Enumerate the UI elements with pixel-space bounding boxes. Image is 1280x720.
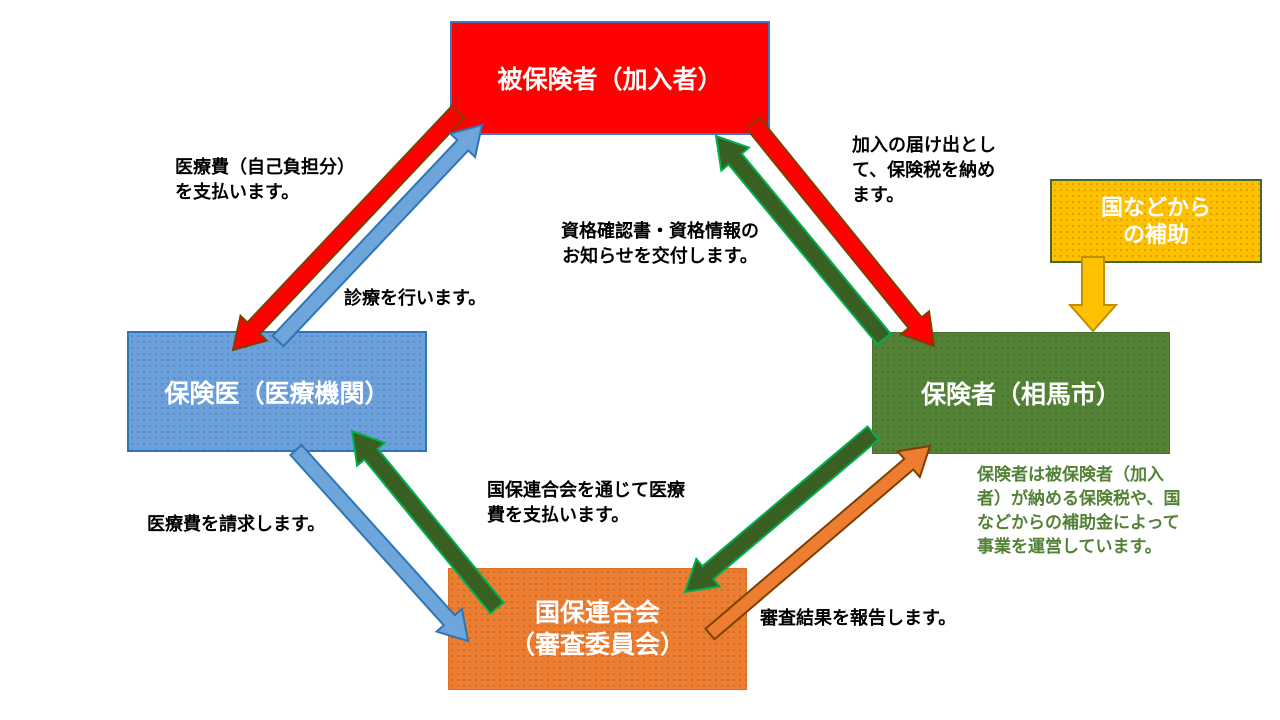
issue-certificate-label: 資格確認書・資格情報の お知らせを交付します。 xyxy=(561,221,759,267)
insured-person-box: 被保険者（加入者） xyxy=(450,21,770,135)
provide-treatment-label: 診療を行います。 xyxy=(344,288,487,308)
insurer-operation-note: 保険者は被保険者（加入 者）が納める保険税や、国 などからの補助金によって 事業… xyxy=(977,465,1181,557)
subsidy-arrow xyxy=(1067,256,1119,333)
pay-via-federation-label: 国保連合会を通じて医療 費を支払います。 xyxy=(487,480,685,526)
claim-medical-fee-label: 医療費を請求します。 xyxy=(147,514,326,534)
pay-medical-arrow xyxy=(231,104,466,352)
nhi-federation-box: 国保連合会 （審査委員会） xyxy=(448,568,747,690)
report-review-results-label: 審査結果を報告します。 xyxy=(760,608,957,628)
pay-medical-fee-label: 医療費（自己負担分） を支払います。 xyxy=(175,157,355,203)
pay-insurance-tax-label: 加入の届け出とし て、保険税を納め ます。 xyxy=(852,135,996,206)
claim-arrow xyxy=(288,443,470,643)
medical-institution-box: 保険医（医療機関） xyxy=(127,331,427,452)
national-subsidy-box: 国などから の補助 xyxy=(1050,179,1262,263)
insurer-city-box: 保険者（相馬市） xyxy=(872,332,1170,454)
